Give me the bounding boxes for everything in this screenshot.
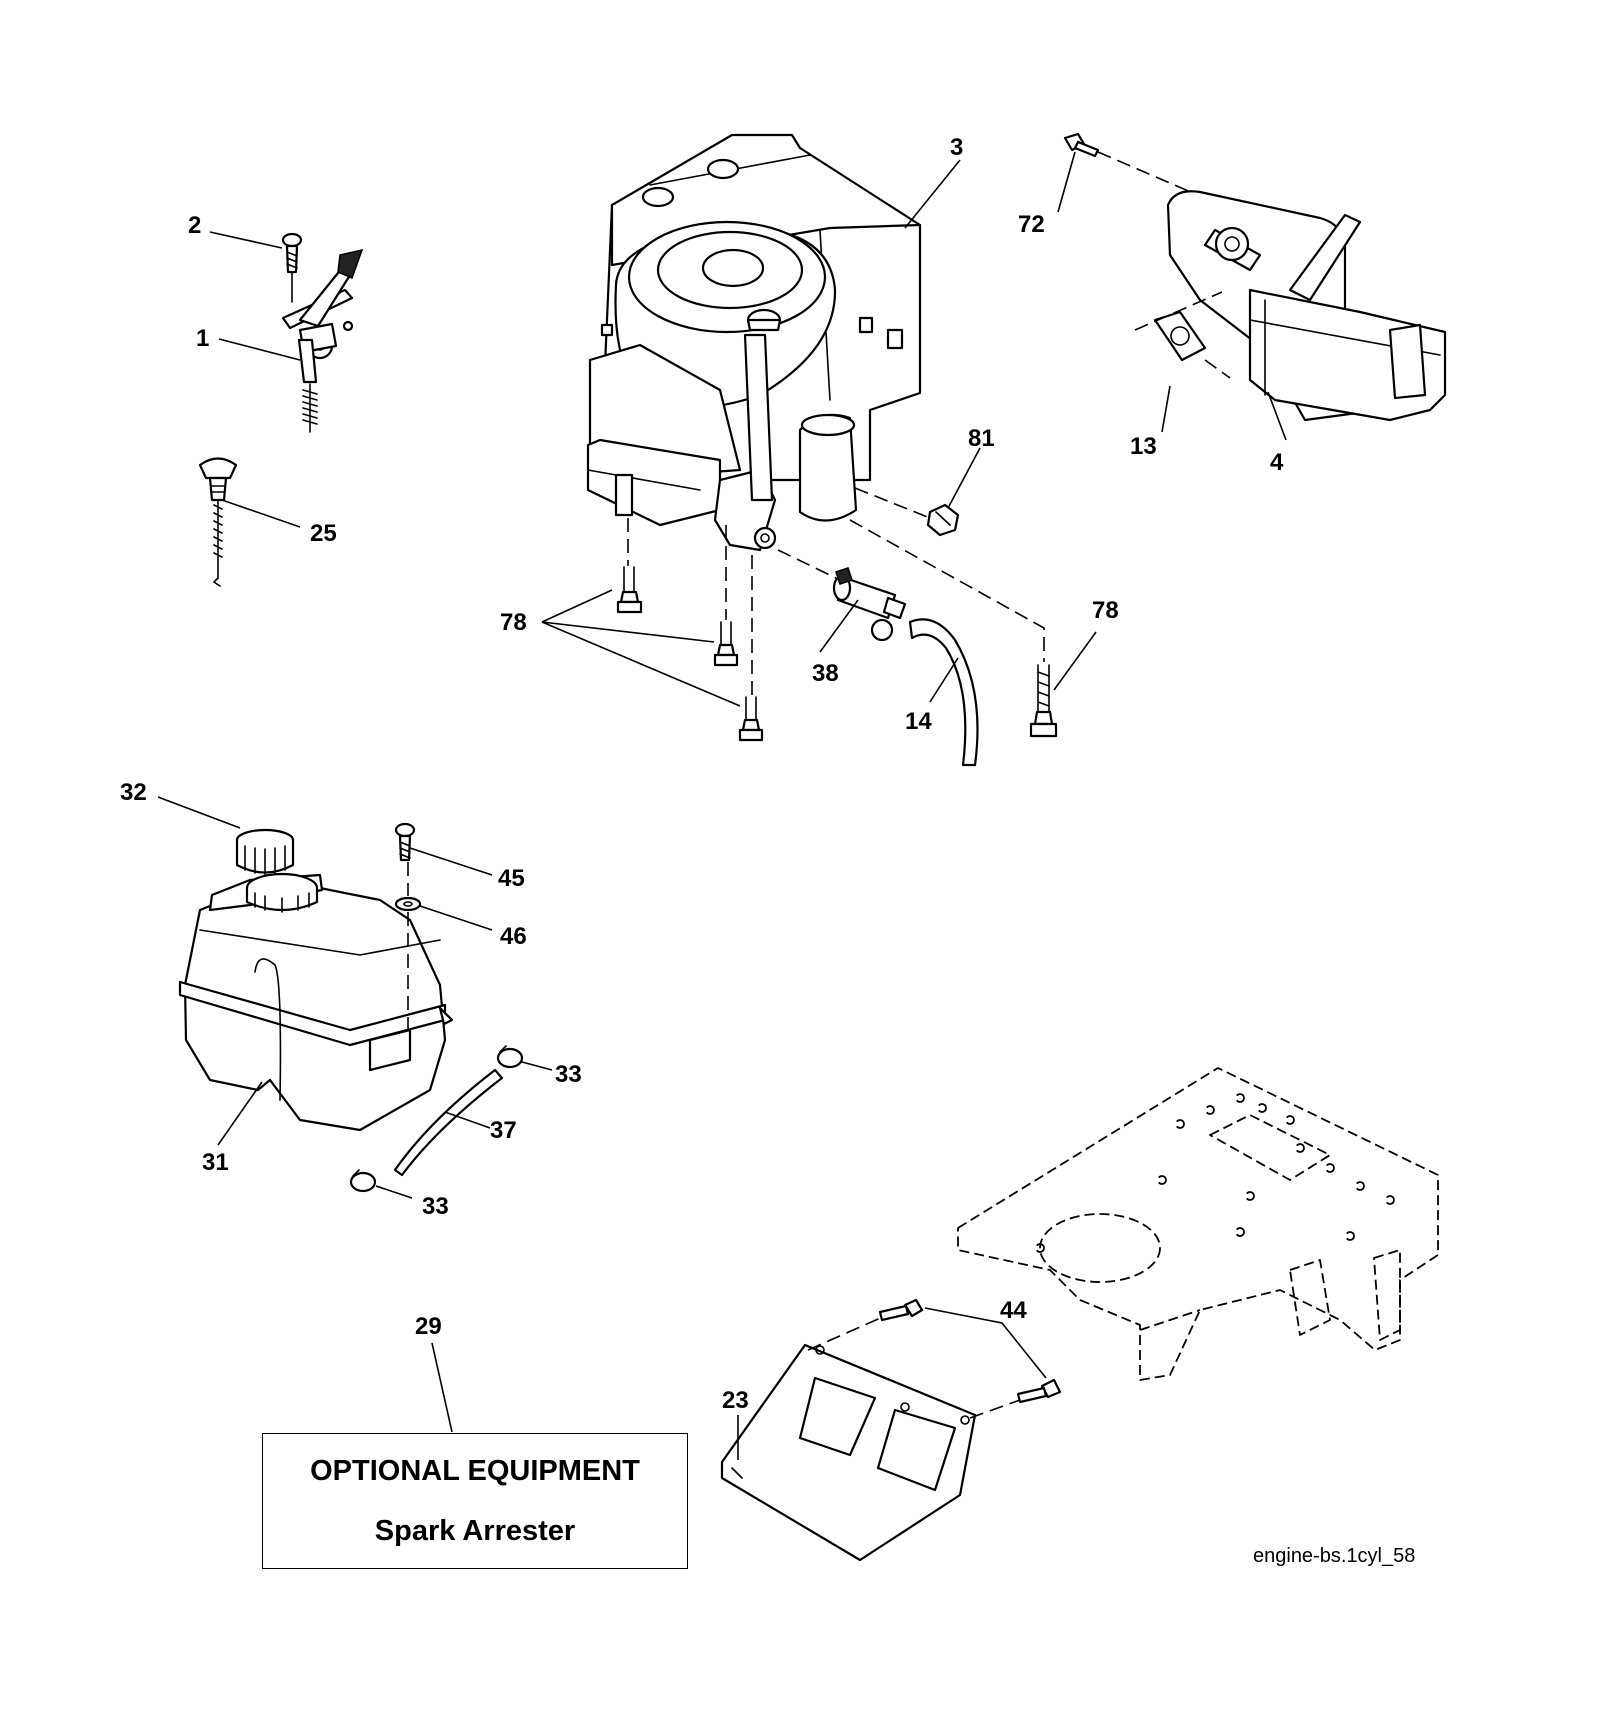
spark-arrester-plate-part-23	[720, 1343, 977, 1562]
optional-equipment-item: Spark Arrester	[374, 1515, 576, 1547]
callout-44: 45	[498, 865, 525, 892]
leader-29	[431, 1342, 453, 1433]
bolt-78-2	[713, 621, 739, 667]
diagram-code: engine-bs.1cyl_58	[1253, 1545, 1416, 1567]
bolt-78-3	[738, 696, 764, 742]
dash-78-4	[849, 519, 1045, 662]
leader-31	[217, 1081, 263, 1146]
bolt-78-4	[1029, 664, 1058, 738]
callout-78-left: 78	[500, 609, 527, 636]
callout-13: 13	[1130, 433, 1157, 460]
callout-3: 3	[950, 134, 963, 161]
dash-81	[854, 487, 931, 519]
callout-2: 2	[188, 212, 201, 239]
callout-1: 1	[196, 325, 209, 352]
frame-holes	[1035, 1093, 1395, 1253]
callout-81: 81	[968, 425, 995, 452]
clamp-part-33-lower	[349, 1169, 377, 1193]
leader-13	[1161, 385, 1171, 433]
callout-31: 31	[202, 1149, 229, 1176]
muffler-part-4	[1166, 190, 1447, 422]
callout-labels: 2 1 3 72 13 4 81 25 78 78 38 14 32 45 46…	[120, 134, 1284, 1414]
callout-29: 29	[415, 1313, 442, 1340]
leader-2	[209, 231, 283, 249]
tractor-frame-reference	[957, 1067, 1439, 1381]
callout-37: 37	[490, 1117, 517, 1144]
callout-45: 44	[1000, 1297, 1027, 1324]
fuel-cap-part-32	[235, 828, 295, 875]
callout-25: 25	[310, 520, 337, 547]
leader-81	[947, 447, 981, 509]
callout-78-right: 78	[1092, 597, 1119, 624]
leader-38	[819, 599, 859, 653]
callout-72: 72	[1018, 211, 1045, 238]
optional-equipment-title: OPTIONAL EQUIPMENT	[310, 1455, 640, 1487]
leader-72	[1057, 151, 1076, 213]
fuel-filter-part-38	[832, 567, 907, 642]
nut-part-81	[926, 503, 960, 537]
leader-32	[157, 796, 241, 829]
leader-3	[904, 159, 961, 229]
dash-38	[777, 549, 837, 579]
dash-45b	[969, 1399, 1021, 1419]
callout-32: 32	[120, 779, 147, 806]
leader-44	[409, 847, 493, 876]
screw-part-72	[1063, 132, 1100, 158]
fuel-line-part-37	[393, 1068, 504, 1177]
leader-1	[218, 338, 301, 361]
washer-part-46	[394, 896, 422, 912]
screw-part-2	[281, 232, 303, 274]
screw-part-44	[394, 822, 416, 862]
optional-equipment-box: OPTIONAL EQUIPMENT Spark Arrester	[262, 1433, 688, 1569]
callout-33-upper: 33	[555, 1061, 582, 1088]
fuel-tank-part-31	[178, 872, 454, 1132]
throttle-lever-part-1	[281, 248, 364, 433]
leader-14	[929, 657, 959, 703]
leader-46	[419, 905, 493, 931]
callout-46: 46	[500, 923, 527, 950]
leader-33b	[375, 1185, 413, 1199]
screw-part-45-lower	[1016, 1378, 1062, 1404]
leader-33a	[521, 1061, 553, 1071]
leader-45	[924, 1307, 1047, 1379]
gasket-part-13	[1153, 310, 1207, 362]
callout-14: 14	[905, 708, 932, 735]
choke-knob-part-25	[198, 457, 238, 587]
leader-25	[221, 499, 301, 528]
callout-33-lower: 33	[422, 1193, 449, 1220]
dash-13b	[1204, 359, 1231, 379]
leader-78a	[541, 589, 741, 707]
dash-45a	[807, 1315, 886, 1351]
bolt-78-1	[616, 566, 643, 614]
engine-part-3	[586, 133, 922, 552]
bolts-part-78	[616, 566, 1058, 742]
screw-part-45-upper	[878, 1298, 924, 1322]
leader-37	[444, 1111, 491, 1129]
dash-13a	[1134, 291, 1223, 331]
fuel-hose-part-14	[908, 618, 979, 767]
callout-38: 38	[812, 660, 839, 687]
callout-4: 4	[1270, 449, 1284, 476]
leader-4	[1267, 391, 1287, 441]
callout-23: 23	[722, 1387, 749, 1414]
clamp-part-33-upper	[496, 1045, 524, 1069]
throttle-control-assembly	[281, 232, 364, 433]
leader-78b	[1053, 631, 1097, 691]
dash-72	[1097, 151, 1201, 197]
